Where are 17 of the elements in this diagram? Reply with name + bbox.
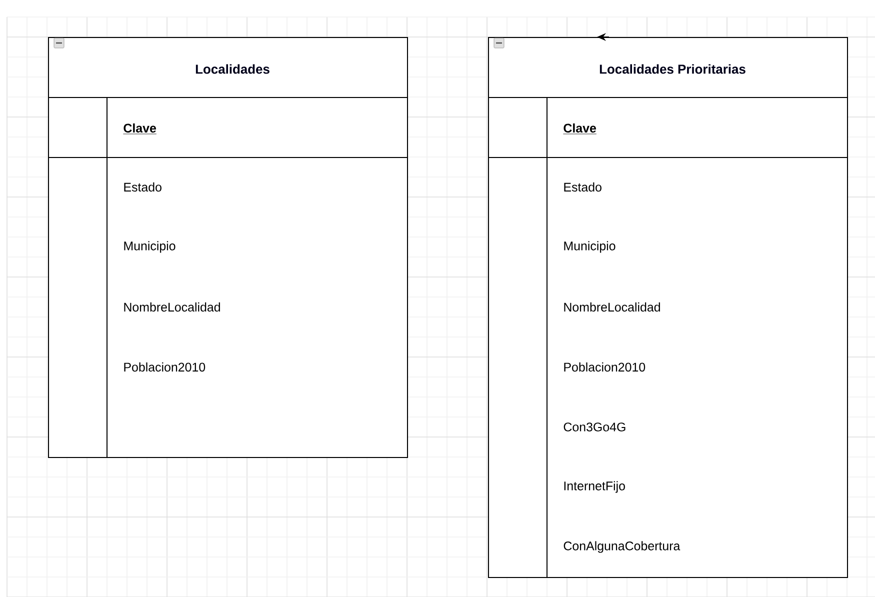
attribute-field: Con3Go4G xyxy=(564,422,626,432)
key-section xyxy=(48,96,408,158)
key-section xyxy=(488,96,848,158)
attribute-field: Municipio xyxy=(564,241,616,253)
attribute-field: Poblacion2010 xyxy=(564,362,646,372)
attribute-field: InternetFijo xyxy=(564,481,625,493)
attribute-field: NombreLocalidad xyxy=(564,302,660,312)
attribute-section xyxy=(48,156,408,458)
attribute-section xyxy=(488,156,848,578)
attribute-field: ConAlgunaCobertura xyxy=(564,541,680,553)
key-field: Clave xyxy=(563,123,597,134)
key-field: Clave xyxy=(123,123,157,134)
attribute-field: Estado xyxy=(564,182,602,192)
attribute-field: NombreLocalidad xyxy=(124,302,220,312)
attribute-field: Municipio xyxy=(124,241,176,253)
attribute-field: Estado xyxy=(124,182,162,192)
attribute-field: Poblacion2010 xyxy=(124,362,206,372)
